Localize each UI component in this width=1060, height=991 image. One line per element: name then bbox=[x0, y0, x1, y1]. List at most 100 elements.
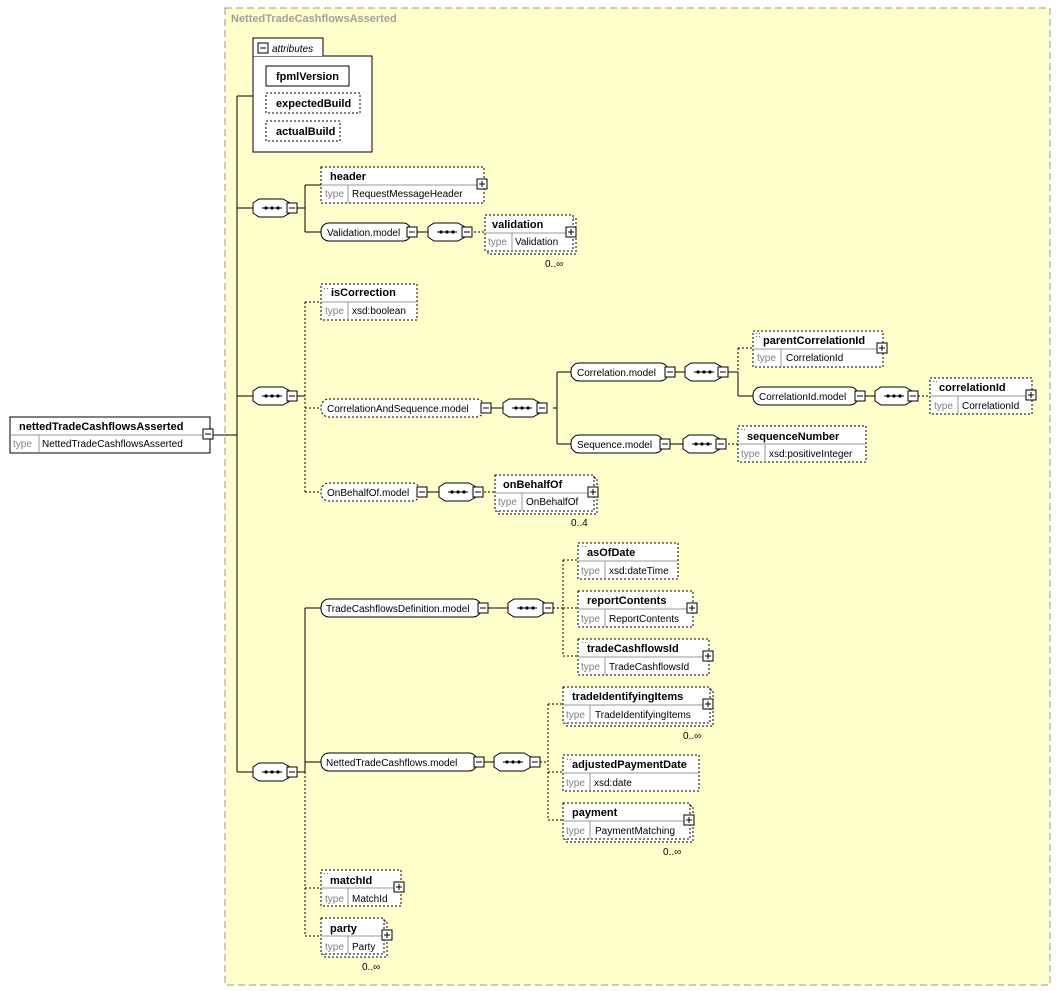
element-type: xsd:boolean bbox=[352, 306, 406, 317]
optional-connectors bbox=[304, 231, 930, 937]
simple-type-icon bbox=[756, 333, 762, 337]
container-title: NettedTradeCashflowsAsserted bbox=[231, 13, 397, 25]
model-netted-trade-cashflows[interactable]: NettedTradeCashflows.model bbox=[320, 752, 485, 772]
sequence-compositor[interactable] bbox=[438, 482, 484, 502]
type-label: type bbox=[581, 566, 600, 577]
element-name: reportContents bbox=[587, 595, 666, 607]
type-label: type bbox=[581, 614, 600, 625]
cardinality: 0..∞ bbox=[545, 259, 563, 270]
sequence-compositor[interactable] bbox=[507, 598, 554, 618]
element-type: CorrelationId bbox=[786, 353, 843, 364]
attributes-group: attributes fpmlVersion expectedBuild act… bbox=[252, 37, 373, 153]
element-name: adjustedPaymentDate bbox=[572, 759, 687, 771]
model-label: Sequence.model bbox=[577, 440, 652, 451]
connectors bbox=[205, 95, 875, 773]
attribute-expectedbuild[interactable] bbox=[265, 92, 361, 114]
model-correlation-id[interactable]: CorrelationId.model bbox=[752, 386, 866, 406]
type-label: type bbox=[325, 306, 344, 317]
model-sequence[interactable]: Sequence.model bbox=[570, 434, 671, 454]
type-label: type bbox=[566, 710, 585, 721]
element-name: header bbox=[330, 171, 367, 183]
attribute-actualbuild[interactable] bbox=[265, 120, 341, 142]
cardinality: 0..∞ bbox=[663, 847, 681, 858]
element-trade-identifying-items[interactable]: tradeIdentifyingItems type TradeIdentify… bbox=[562, 686, 714, 742]
element-type: OnBehalfOf bbox=[526, 497, 578, 508]
element-name: validation bbox=[492, 219, 544, 231]
element-validation[interactable]: validation type Validation 0..∞ bbox=[484, 214, 577, 270]
sequence-compositor[interactable] bbox=[252, 198, 298, 218]
simple-type-icon bbox=[741, 428, 747, 432]
simple-type-icon bbox=[581, 641, 587, 645]
model-correlation-and-sequence[interactable]: CorrelationAndSequence.model bbox=[320, 398, 492, 418]
simple-type-icon bbox=[566, 757, 572, 761]
element-name: tradeCashflowsId bbox=[587, 643, 679, 655]
element-header[interactable]: header type RequestMessageHeader bbox=[320, 166, 488, 204]
type-label: type bbox=[581, 662, 600, 673]
sequence-compositor[interactable] bbox=[252, 386, 298, 406]
element-type: TradeCashflowsId bbox=[609, 662, 689, 673]
cardinality: 0..∞ bbox=[683, 731, 701, 742]
type-label: type bbox=[325, 942, 344, 953]
type-label: type bbox=[325, 894, 344, 905]
type-label: type bbox=[934, 401, 953, 412]
element-name: asOfDate bbox=[587, 547, 635, 559]
element-match-id[interactable]: matchId type MatchId bbox=[320, 869, 405, 907]
element-type: xsd:dateTime bbox=[609, 566, 669, 577]
element-name: isCorrection bbox=[331, 287, 396, 299]
element-payment[interactable]: payment type PaymentMatching 0..∞ bbox=[562, 802, 695, 858]
model-label: CorrelationAndSequence.model bbox=[327, 404, 469, 415]
element-name: payment bbox=[572, 807, 618, 819]
attribute-name: fpmlVersion bbox=[276, 71, 339, 83]
element-correlation-id[interactable]: correlationId type CorrelationId bbox=[929, 377, 1037, 415]
element-type: xsd:date bbox=[594, 778, 632, 789]
element-name: party bbox=[330, 923, 358, 935]
sequence-compositor[interactable] bbox=[682, 434, 727, 454]
sequence-compositor[interactable] bbox=[493, 752, 541, 772]
element-on-behalf-of[interactable]: onBehalfOf type OnBehalfOf 0..4 bbox=[494, 474, 599, 529]
element-type: Party bbox=[352, 942, 375, 953]
element-adjusted-payment-date[interactable]: adjustedPaymentDate type xsd:date bbox=[562, 754, 700, 792]
attributes-label: attributes bbox=[272, 44, 313, 55]
element-report-contents[interactable]: reportContents type ReportContents bbox=[577, 590, 698, 628]
simple-type-icon bbox=[933, 380, 939, 384]
type-label: type bbox=[325, 189, 344, 200]
root-type: NettedTradeCashflowsAsserted bbox=[42, 439, 183, 450]
element-as-of-date[interactable]: asOfDate type xsd:dateTime bbox=[577, 542, 679, 580]
element-type: MatchId bbox=[352, 894, 388, 905]
model-label: Validation.model bbox=[327, 228, 400, 239]
model-on-behalf-of[interactable]: OnBehalfOf.model bbox=[320, 482, 428, 502]
sequence-compositor[interactable] bbox=[874, 386, 919, 406]
sequence-compositor[interactable] bbox=[684, 362, 729, 382]
attribute-fpmlversion[interactable] bbox=[265, 65, 350, 87]
element-type: ReportContents bbox=[609, 614, 679, 625]
element-type: TradeIdentifyingItems bbox=[595, 710, 691, 721]
model-trade-cashflows-definition[interactable]: TradeCashflowsDefinition.model bbox=[320, 598, 489, 618]
element-trade-cashflows-id[interactable]: tradeCashflowsId type TradeCashflowsId bbox=[577, 638, 714, 676]
cardinality: 0..4 bbox=[571, 518, 588, 529]
type-label: type bbox=[488, 237, 507, 248]
model-label: OnBehalfOf.model bbox=[327, 488, 409, 499]
sequence-compositor[interactable] bbox=[502, 398, 548, 418]
element-sequence-number[interactable]: sequenceNumber type xsd:positiveInteger bbox=[737, 425, 867, 463]
element-party[interactable]: party type Party 0..∞ bbox=[320, 917, 393, 973]
element-parent-correlation-id[interactable]: parentCorrelationId type CorrelationId bbox=[752, 330, 888, 368]
simple-type-icon bbox=[581, 545, 587, 549]
model-correlation[interactable]: Correlation.model bbox=[570, 362, 676, 382]
element-type: xsd:positiveInteger bbox=[769, 449, 853, 460]
attribute-name: expectedBuild bbox=[276, 98, 351, 110]
element-name: parentCorrelationId bbox=[763, 335, 865, 347]
sequence-compositor[interactable] bbox=[427, 222, 473, 242]
sequence-compositor[interactable] bbox=[252, 762, 298, 782]
element-type: PaymentMatching bbox=[595, 826, 675, 837]
element-is-correction[interactable]: isCorrection type xsd:boolean bbox=[320, 283, 418, 321]
root-element[interactable]: nettedTradeCashflowsAsserted type Netted… bbox=[9, 416, 214, 454]
model-validation[interactable]: Validation.model bbox=[320, 222, 418, 242]
element-name: correlationId bbox=[939, 382, 1006, 394]
simple-type-icon bbox=[324, 872, 330, 876]
element-type: RequestMessageHeader bbox=[352, 189, 463, 200]
element-type: Validation bbox=[515, 237, 558, 248]
cardinality: 0..∞ bbox=[362, 962, 380, 973]
model-label: TradeCashflowsDefinition.model bbox=[326, 604, 470, 615]
element-type: CorrelationId bbox=[962, 401, 1019, 412]
